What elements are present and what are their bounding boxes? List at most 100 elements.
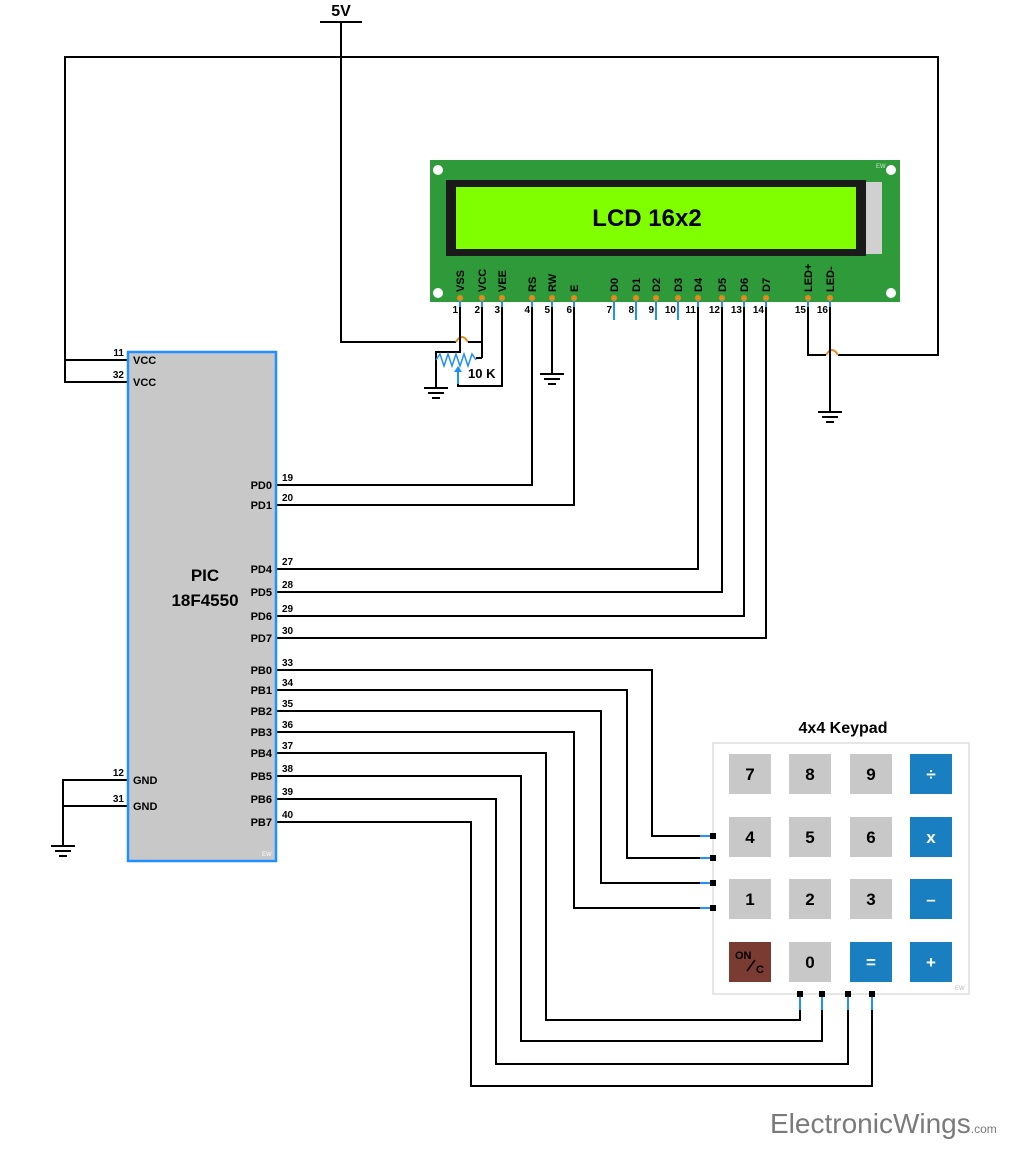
mcu-pin-number: 33	[282, 658, 294, 669]
keypad-key[interactable]: 3	[850, 879, 892, 919]
keypad-key[interactable]: x	[910, 817, 952, 857]
lcd-title: LCD 16x2	[592, 205, 701, 232]
ground-symbol	[424, 387, 448, 399]
ground-symbol	[540, 373, 564, 385]
lcd-pin-d3: D3 10	[665, 278, 685, 320]
lcd-pin-number: 8	[628, 305, 634, 316]
lcd-pin-number: 7	[606, 305, 612, 316]
lcd-screen	[456, 187, 856, 249]
keypad-row-pin	[700, 833, 716, 839]
keypad-key-label: +	[926, 953, 936, 972]
lcd-pin-e: E6	[566, 285, 581, 316]
keypad-key-label: 2	[805, 890, 814, 909]
keypad-key[interactable]: ÷	[910, 754, 952, 794]
wiring	[62, 21, 939, 1087]
keypad-key-label: 5	[805, 828, 814, 847]
mcu-pin-number: 40	[282, 810, 294, 821]
lcd-pin-number: 4	[524, 305, 530, 316]
keypad-column-pin	[845, 991, 851, 1010]
lcd-pin-number: 5	[544, 305, 550, 316]
lcd-pin-name: RS	[527, 277, 539, 292]
supply-label: 5V	[331, 3, 351, 20]
microcontroller: PIC 18F4550 EW 11VCC32VCC12GND31GND19PD0…	[113, 348, 294, 863]
keypad-key[interactable]: 1	[729, 879, 771, 919]
mcu-pin-name: PD5	[251, 587, 272, 599]
keypad-brand-mark: EW	[955, 986, 965, 992]
lcd-pin-led-minus: LED-16	[817, 266, 837, 316]
mcu-pin-number: 30	[282, 626, 294, 637]
watermark-main: ElectronicWings	[770, 1108, 971, 1139]
mcu-pin-name: PD0	[251, 480, 272, 492]
mcu-pin-number: 12	[113, 768, 125, 779]
keypad-key-label: 3	[866, 890, 875, 909]
mcu-pin-name: VCC	[133, 377, 156, 389]
mcu-pin-number: 32	[113, 370, 125, 381]
keypad-key-label: 4	[745, 828, 755, 847]
keypad-column-pin	[869, 991, 875, 1010]
lcd-pin-number: 16	[817, 305, 829, 316]
keypad-key[interactable]: 5	[789, 817, 831, 857]
lcd-pin-name: VCC	[477, 269, 489, 292]
keypad-key-label: C	[756, 964, 764, 976]
mcu-pin-name: PB1	[251, 685, 272, 697]
lcd-pin-name: D6	[739, 278, 751, 292]
keypad-key-label: =	[866, 953, 876, 972]
lcd-pin-d0: D0 7	[606, 278, 621, 320]
keypad-key[interactable]: 6	[850, 817, 892, 857]
keypad-key-label: 8	[805, 765, 814, 784]
keypad-key-label: 7	[745, 765, 754, 784]
mcu-pin-number: 11	[113, 348, 124, 359]
lcd-pin-number: 1	[452, 305, 458, 316]
keypad-row-pin	[700, 880, 716, 886]
lcd-pin-number: 6	[566, 305, 572, 316]
lcd-pin-name: D3	[673, 278, 685, 292]
keypad-row-pin	[700, 905, 716, 911]
lcd-pin-name: D4	[693, 277, 705, 292]
lcd-pin-d1: D18	[628, 278, 643, 320]
keypad-title: 4x4 Keypad	[799, 720, 888, 737]
lcd-pin-number: 10	[665, 305, 677, 316]
lcd-pin-name: RW	[547, 273, 559, 292]
lcd-pin-name: D2	[651, 278, 663, 292]
mcu-brand-mark: EW	[262, 852, 272, 858]
lcd-pin-d2: D29	[648, 278, 663, 320]
keypad-key-label: ÷	[926, 765, 935, 784]
keypad-key[interactable]: 2	[789, 879, 831, 919]
mcu-pin-name: PD1	[251, 500, 272, 512]
mcu-name-line2: 18F4550	[171, 591, 238, 610]
keypad-key-label: 6	[866, 828, 875, 847]
mcu-pin-name: VCC	[133, 355, 156, 367]
lcd-pin-number: 13	[731, 305, 743, 316]
keypad-key[interactable]: –	[910, 879, 952, 919]
keypad-key[interactable]: 0	[789, 942, 831, 982]
keypad-key[interactable]: ONC	[729, 942, 771, 982]
lcd-pin-rs: RS 4	[524, 277, 539, 316]
keypad-key[interactable]: 9	[850, 754, 892, 794]
lcd-pin-name: D0	[609, 278, 621, 292]
mcu-pin-number: 39	[282, 787, 294, 798]
keypad-key[interactable]: 8	[789, 754, 831, 794]
ground-symbol	[818, 411, 842, 423]
keypad-key[interactable]: 7	[729, 754, 771, 794]
mcu-pin-number: 27	[282, 557, 294, 568]
mcu-pin-name: PB4	[251, 748, 273, 760]
keypad-key[interactable]: =	[850, 942, 892, 982]
lcd-module: LCD 16x2 EW VSS1VCC2VEE3RS4RW5E6D07D18D2…	[430, 160, 900, 320]
keypad-key[interactable]: 4	[729, 817, 771, 857]
keypad-key[interactable]: +	[910, 942, 952, 982]
mcu-pin-name: PB6	[251, 794, 272, 806]
mcu-pin-name: PB0	[251, 665, 272, 677]
